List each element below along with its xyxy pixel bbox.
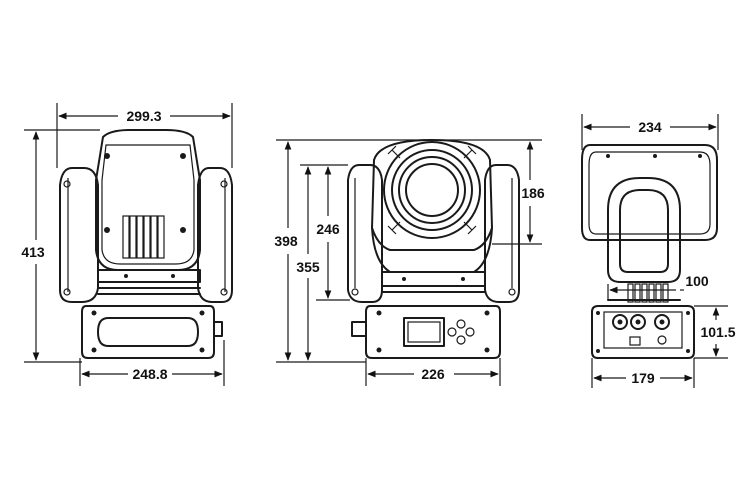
back-view (581, 144, 718, 359)
side-arm-height-label: 355 (296, 259, 320, 275)
front-right-arm (197, 167, 233, 303)
side-head (371, 139, 493, 273)
back-connector-fins (627, 283, 669, 303)
dimension-labels: 299.3 413 248.8 398 355 246 186 226 234 … (21, 108, 735, 386)
display-screen (403, 317, 445, 347)
back-arm (607, 177, 681, 283)
front-base (81, 305, 223, 359)
back-base-width-label: 179 (631, 370, 655, 386)
front-vent-slots (122, 215, 165, 259)
side-lens-top-label: 186 (521, 185, 545, 201)
dimension-lines (24, 103, 728, 388)
front-left-arm (59, 167, 99, 303)
side-height-label: 398 (274, 233, 298, 249)
front-view (59, 129, 233, 359)
back-arm-label: 100 (685, 273, 709, 289)
back-base (591, 305, 695, 359)
side-view (347, 139, 520, 359)
front-base-width-label: 248.8 (132, 366, 167, 382)
back-head (581, 144, 718, 241)
control-buttons (447, 319, 475, 345)
back-width-label: 234 (638, 119, 662, 135)
front-width-label: 299.3 (126, 108, 161, 124)
side-base-width-label: 226 (421, 366, 445, 382)
front-height-label: 413 (21, 244, 45, 260)
front-head (95, 129, 201, 271)
side-left-arm (347, 164, 383, 303)
back-base-height-label: 101.5 (700, 324, 735, 340)
side-lens-height-label: 246 (316, 221, 340, 237)
side-base (351, 305, 501, 359)
side-right-arm (484, 164, 520, 303)
